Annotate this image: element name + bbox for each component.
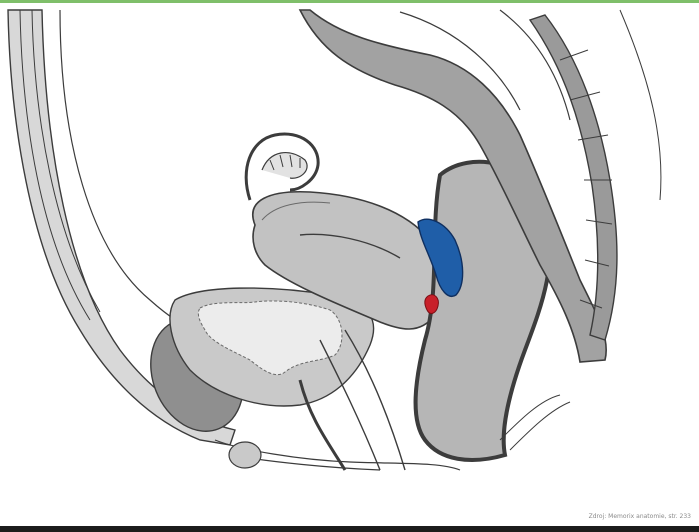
image-credit: Zdroj: Memorix anatomie, str. 233 <box>589 513 691 520</box>
highlight-red-region <box>425 295 439 314</box>
bottom-bar <box>0 526 699 532</box>
top-border <box>0 0 699 3</box>
sacrum <box>530 10 661 340</box>
fallopian-tube <box>246 134 318 200</box>
